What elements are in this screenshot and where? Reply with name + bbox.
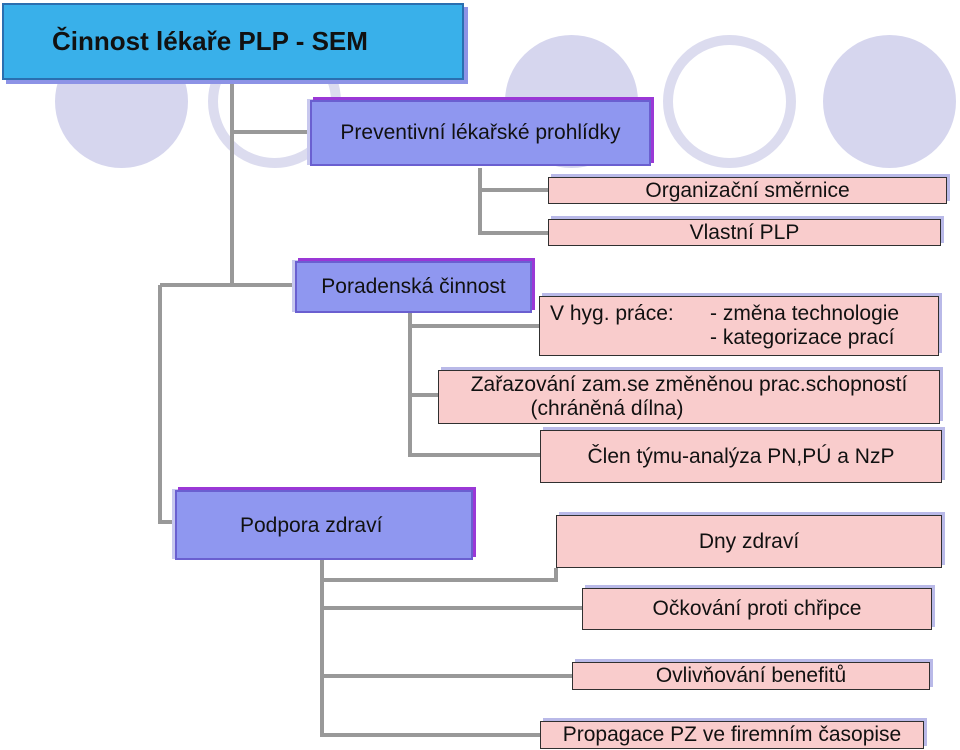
node-vlastni-plp: Vlastní PLP — [548, 219, 941, 246]
connector-title-poradenska — [230, 132, 295, 287]
v-hyg-row-1: V hyg. práce: - změna technologie — [550, 302, 899, 326]
v-hyg-label: V hyg. práce: — [550, 302, 674, 325]
connector-poradenska-zarazovani — [408, 326, 438, 397]
zarazovani-line-2: (chráněná dílna) — [530, 397, 684, 420]
connector-preventivni-organizacni — [478, 168, 548, 192]
v-hyg-spacer — [550, 326, 710, 350]
connector-podpora-dny — [320, 560, 558, 582]
v-hyg-item-1: - změna technologie — [710, 302, 900, 325]
connector-podpora-ockovani — [320, 580, 582, 610]
connector-podpora-propagace — [320, 676, 540, 737]
node-preventivni-prohlidky: Preventivní lékařské prohlídky — [310, 100, 651, 166]
node-zarazovani-zamestnancu: Zařazování zam.se změněnou prac.schopnos… — [438, 370, 940, 424]
decorative-circle-5 — [823, 35, 956, 168]
connector-poradenska-clen — [408, 395, 540, 457]
node-dny-zdravi: Dny zdraví — [556, 515, 942, 568]
connector-title-preventivni — [230, 80, 310, 134]
diagram-title: Činnost lékaře PLP - SEM — [2, 3, 464, 80]
node-ovlivnovani-benefitu: Ovlivňování benefitů — [572, 662, 930, 690]
v-hyg-row-2: - kategorizace prací — [550, 326, 894, 350]
node-podpora-zdravi: Podpora zdraví — [175, 490, 473, 560]
node-organizacni-smernice: Organizační směrnice — [548, 177, 947, 204]
connector-preventivni-vlastni — [478, 190, 548, 235]
decorative-ring-4 — [663, 35, 796, 168]
v-hyg-item-2: - kategorizace prací — [710, 326, 895, 349]
node-v-hyg-prace: V hyg. práce: - změna technologie - kate… — [539, 296, 939, 356]
connector-title-podpora — [158, 285, 175, 524]
connector-podpora-ovlivnovani — [320, 608, 572, 678]
zarazovani-line-1: Zařazování zam.se změněnou prac.schopnos… — [470, 373, 908, 396]
node-ockovani: Očkování proti chřipce — [582, 588, 932, 630]
connector-poradenska-vhyg — [408, 313, 539, 328]
node-propagace-pz: Propagace PZ ve firemním časopise — [540, 721, 924, 749]
node-clen-tymu: Člen týmu-analýza PN,PÚ a NzP — [540, 430, 942, 483]
node-poradenska-cinnost: Poradenská činnost — [295, 261, 532, 313]
